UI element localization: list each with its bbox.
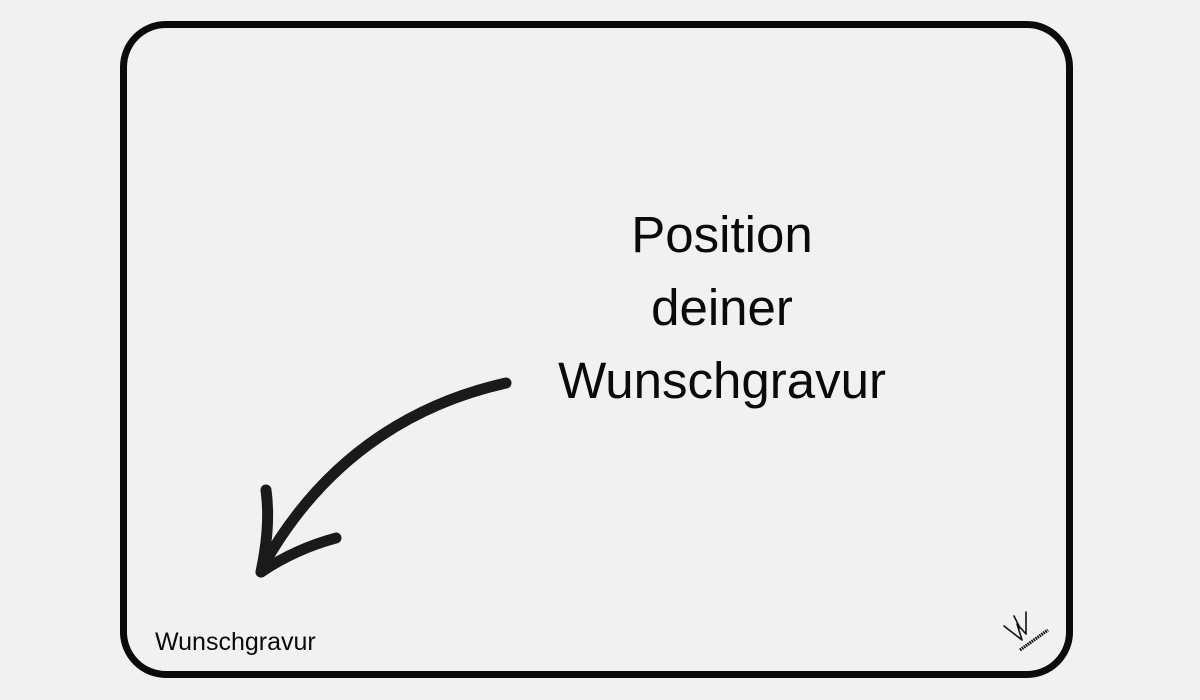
headline-line-3: Wunschgravur: [558, 352, 886, 409]
headline-line-2: deiner: [651, 279, 793, 336]
brand-logo-icon: [1003, 611, 1049, 652]
engraving-label: Wunschgravur: [155, 628, 316, 656]
headline: Position deiner Wunschgravur: [520, 198, 924, 417]
headline-line-1: Position: [631, 206, 813, 263]
